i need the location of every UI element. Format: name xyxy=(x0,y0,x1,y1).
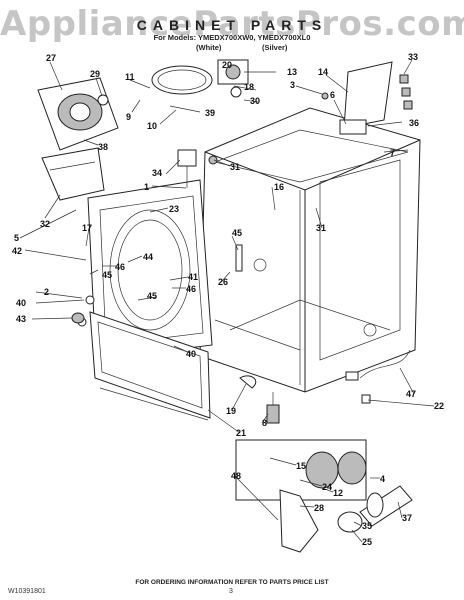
callout-45b: 45 xyxy=(102,270,112,280)
callout-15: 15 xyxy=(296,461,306,471)
callout-40b: 40 xyxy=(186,349,196,359)
callout-31b: 31 xyxy=(316,223,326,233)
ordering-note: FOR ORDERING INFORMATION REFER TO PARTS … xyxy=(135,579,329,586)
callout-28: 28 xyxy=(314,503,324,513)
callout-35: 35 xyxy=(362,521,372,531)
callout-36: 36 xyxy=(409,118,419,128)
callout-30: 30 xyxy=(250,96,260,106)
callout-19: 19 xyxy=(226,406,236,416)
callout-12: 12 xyxy=(333,488,343,498)
callout-labels: 27 29 9 38 11 10 20 13 18 30 39 3 14 33 … xyxy=(12,52,444,547)
callout-31a: 31 xyxy=(230,162,240,172)
drive-belt xyxy=(151,65,213,95)
callout-48: 48 xyxy=(231,471,241,481)
callout-7: 7 xyxy=(390,148,395,158)
diagram-title: CABINET PARTS xyxy=(136,17,328,33)
toe-kick-panel xyxy=(89,311,211,421)
callout-42: 42 xyxy=(12,246,22,256)
watermark-logo: AppliancePartsPros.com xyxy=(0,4,464,44)
variant-white: (White) xyxy=(196,43,222,52)
callout-27: 27 xyxy=(46,53,56,63)
callout-46a: 46 xyxy=(115,262,125,272)
callout-11: 11 xyxy=(125,72,135,82)
motor-bracket xyxy=(41,147,105,201)
callout-18: 18 xyxy=(244,82,254,92)
leader-lines xyxy=(19,59,435,543)
motor-assembly xyxy=(37,77,119,151)
callout-8: 8 xyxy=(262,418,267,428)
callout-10: 10 xyxy=(147,121,157,131)
models-line: For Models: YMEDX700XW0, YMEDX700XL0 xyxy=(153,33,311,42)
callout-25: 25 xyxy=(362,537,372,547)
callout-24: 24 xyxy=(322,482,332,492)
callout-45a: 45 xyxy=(232,228,242,238)
callout-23: 23 xyxy=(169,204,179,214)
idler-pulley xyxy=(217,59,249,98)
document-number: W10391801 xyxy=(8,588,46,595)
callout-43: 43 xyxy=(16,314,26,324)
cabinet-body xyxy=(199,107,421,393)
callout-17: 17 xyxy=(82,223,92,233)
rear-bracket xyxy=(339,61,413,135)
callout-2: 2 xyxy=(44,287,49,297)
variant-silver: (Silver) xyxy=(262,43,288,52)
callout-6: 6 xyxy=(330,90,335,100)
callout-29: 29 xyxy=(90,69,100,79)
callout-41: 41 xyxy=(188,272,198,282)
callout-4: 4 xyxy=(380,474,385,484)
callout-16: 16 xyxy=(274,182,284,192)
callout-13: 13 xyxy=(287,67,297,77)
callout-21: 21 xyxy=(236,428,246,438)
callout-33: 33 xyxy=(408,52,418,62)
callout-44: 44 xyxy=(143,252,153,262)
callout-34: 34 xyxy=(152,168,162,178)
callout-37: 37 xyxy=(402,513,412,523)
callout-3: 3 xyxy=(290,80,295,90)
callout-1: 1 xyxy=(144,182,149,192)
door-switch xyxy=(177,149,197,188)
callout-5: 5 xyxy=(14,233,19,243)
page-number: 3 xyxy=(229,588,233,595)
callout-47: 47 xyxy=(406,389,416,399)
callout-32: 32 xyxy=(40,219,50,229)
callout-22: 22 xyxy=(434,401,444,411)
callout-45c: 45 xyxy=(147,291,157,301)
callout-38: 38 xyxy=(98,142,108,152)
power-cord xyxy=(345,349,411,381)
leveling-leg xyxy=(266,392,280,424)
callout-20: 20 xyxy=(222,60,232,70)
callout-14: 14 xyxy=(318,67,328,77)
callout-9: 9 xyxy=(126,112,131,122)
front-panel xyxy=(87,179,213,361)
vent-kit xyxy=(235,439,413,553)
callout-39: 39 xyxy=(205,108,215,118)
callout-26: 26 xyxy=(218,277,228,287)
hardware xyxy=(71,92,371,404)
callout-40a: 40 xyxy=(16,298,26,308)
callout-46b: 46 xyxy=(186,284,196,294)
